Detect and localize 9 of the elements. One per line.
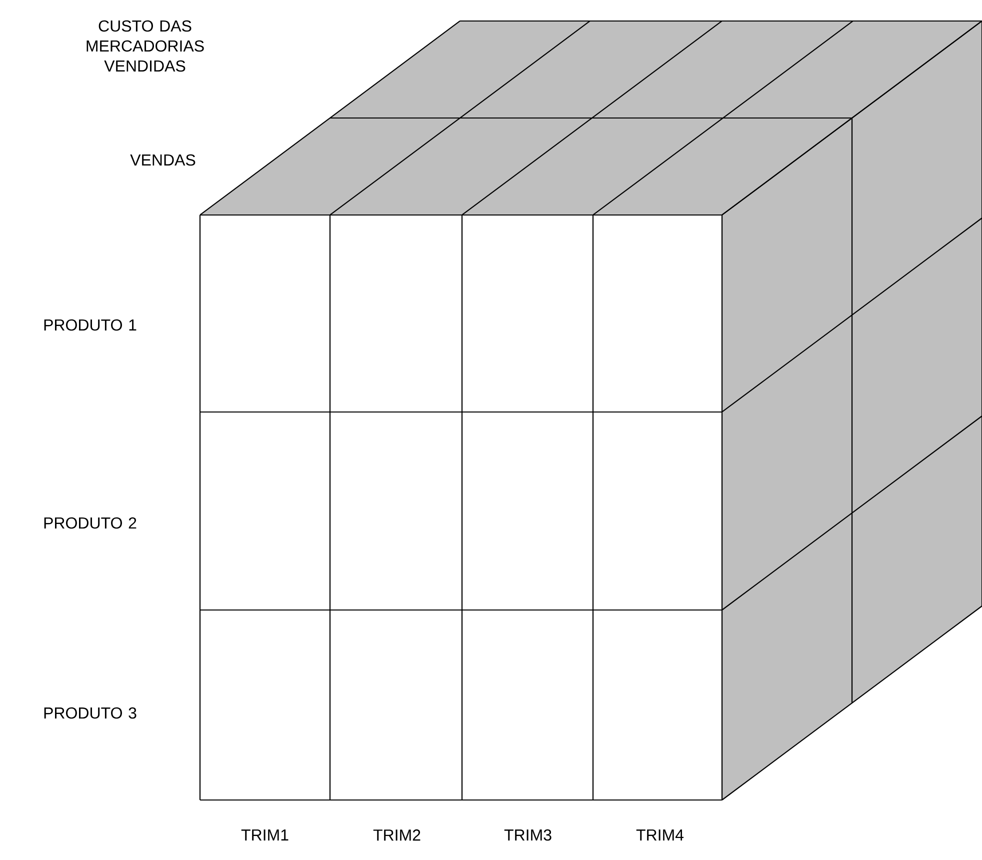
axis-label: TRIM3	[504, 829, 552, 841]
axis-label: VENDAS	[130, 154, 196, 166]
axis-label: TRIM2	[373, 829, 420, 841]
axis-label: CUSTO DAS MERCADORIAS VENDIDAS	[86, 20, 204, 72]
axis-label: PRODUTO 1	[44, 319, 136, 331]
axis-label: PRODUTO 3	[44, 707, 136, 719]
axis-label: TRIM4	[636, 830, 684, 840]
axis-label: TRIM1	[241, 830, 288, 840]
axis-label: PRODUTO 2	[44, 517, 136, 529]
